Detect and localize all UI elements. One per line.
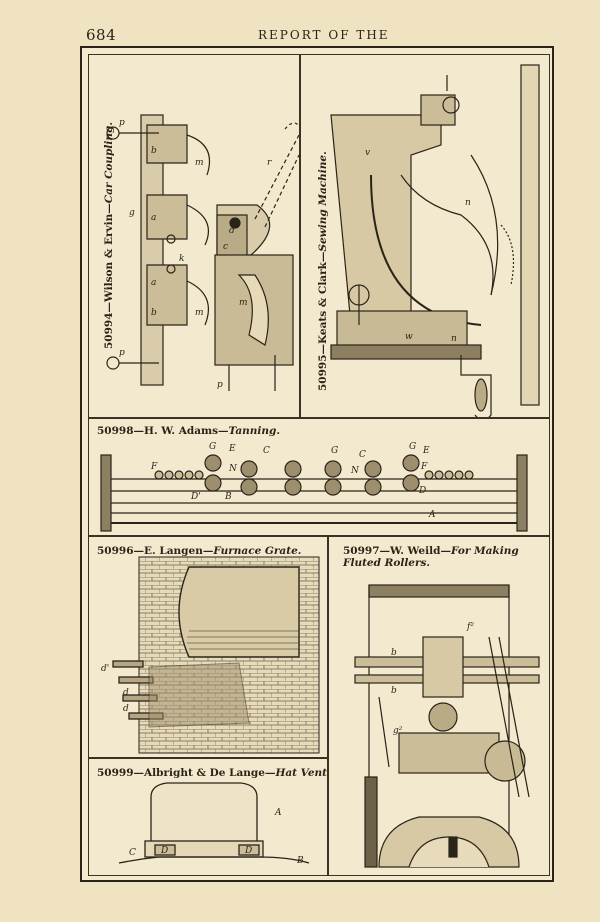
figure-sewing-machine: v n n w 50995—Keats & Clark—Sewing Machine. (300, 54, 550, 418)
svg-text:E: E (228, 444, 236, 454)
svg-text:D: D (160, 846, 168, 856)
svg-text:p: p (119, 118, 125, 128)
svg-text:B: B (224, 492, 232, 502)
svg-text:b: b (151, 308, 157, 318)
hat-ventilator-drawing: A C D D B (118, 782, 310, 866)
furnace-grate-drawing: d' dd (101, 556, 320, 754)
svg-text:b: b (151, 146, 157, 156)
svg-text:d': d' (101, 664, 109, 674)
svg-text:a: a (151, 278, 156, 288)
svg-text:d: d (123, 704, 129, 714)
svg-text:m: m (195, 308, 204, 318)
svg-text:N: N (228, 464, 238, 474)
svg-text:k: k (179, 254, 184, 264)
svg-text:m: m (239, 298, 248, 308)
page-number: 684 (86, 26, 117, 44)
svg-text:a: a (151, 213, 156, 223)
sewing-machine-drawing: v n n w (330, 64, 540, 417)
svg-text:d: d (229, 226, 235, 236)
svg-text:p: p (119, 348, 125, 358)
svg-text:g: g (129, 208, 135, 218)
svg-text:g²: g² (393, 726, 403, 736)
svg-text:E: E (422, 446, 430, 456)
svg-text:N: N (350, 466, 360, 476)
caption-fluted-rollers: 50997—W. Weild—For Making Fluted Rollers… (343, 545, 519, 569)
caption-hat-ventilator: 50999—Albright & De Lange—Hat Ventilator… (97, 767, 328, 779)
svg-text:C: C (359, 450, 366, 460)
svg-text:D': D' (190, 492, 201, 502)
svg-text:r: r (267, 158, 272, 168)
svg-text:F: F (150, 462, 158, 472)
fluted-rollers-drawing: b f² b g² (354, 584, 540, 868)
svg-text:A: A (274, 808, 282, 818)
svg-text:f²: f² (466, 622, 474, 632)
svg-text:G: G (331, 446, 338, 456)
svg-text:D: D (244, 846, 252, 856)
running-head: REPORT OF THE (258, 28, 390, 42)
svg-text:p: p (217, 380, 223, 390)
page-header: 684 REPORT OF THE (0, 22, 600, 52)
svg-text:b: b (391, 686, 397, 696)
svg-text:C: C (263, 446, 270, 456)
svg-text:m: m (195, 158, 204, 168)
svg-text:G: G (209, 442, 216, 452)
caption-furnace-grate: 50996—E. Langen—Furnace Grate. (97, 545, 302, 557)
svg-text:b: b (391, 648, 397, 658)
svg-text:n: n (465, 198, 471, 208)
svg-text:c: c (223, 242, 228, 252)
caption-tanning: 50998—H. W. Adams—Tanning. (97, 425, 281, 437)
car-coupling-drawing: p b a g a k b m p m dc r m p (106, 114, 299, 391)
figure-fluted-rollers: 50997—W. Weild—For Making Fluted Rollers… (328, 536, 550, 876)
svg-text:B: B (296, 856, 304, 866)
figure-tanning: 50998—H. W. Adams—Tanning. (88, 418, 550, 536)
figure-hat-ventilator: 50999—Albright & De Lange—Hat Ventilator… (88, 758, 328, 876)
svg-text:n: n (451, 334, 457, 344)
svg-text:C: C (129, 848, 136, 858)
svg-text:F: F (420, 462, 428, 472)
svg-text:d: d (123, 688, 129, 698)
svg-text:A: A (428, 510, 436, 520)
svg-text:v: v (365, 148, 370, 158)
svg-text:D: D (418, 486, 426, 496)
caption-car-coupling: 50994—Wilson & Ervin—Car Coupling. (103, 121, 115, 349)
svg-text:w: w (405, 332, 413, 342)
caption-sewing-machine: 50995—Keats & Clark—Sewing Machine. (317, 151, 329, 391)
svg-text:G: G (409, 442, 416, 452)
